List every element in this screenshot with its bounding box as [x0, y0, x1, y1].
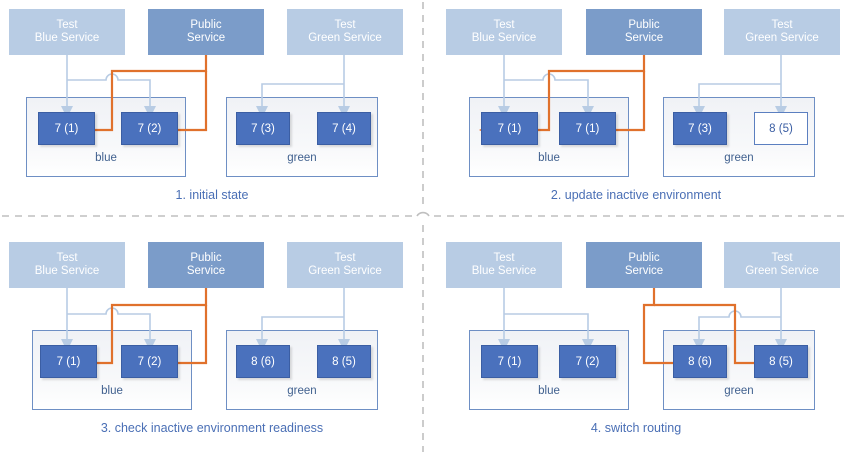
service-public-line2: Service: [186, 32, 226, 44]
panel-1-caption: 1. initial state: [175, 188, 249, 202]
node-green-1-label: 8 (6): [688, 355, 712, 368]
node-green-1: 7 (3): [673, 112, 727, 145]
service-test-blue-line1: Test: [56, 18, 78, 31]
node-blue-2: 7 (1): [559, 112, 616, 145]
node-green-1-label: 8 (6): [251, 355, 275, 368]
node-blue-1: 7 (1): [481, 345, 538, 378]
node-blue-2-label: 7 (2): [137, 355, 162, 368]
node-blue-2-label: 7 (2): [575, 355, 600, 368]
service-test-green-line2: Green Service: [745, 265, 819, 277]
service-test-green-line1: Test: [771, 251, 793, 264]
service-public-line1: Public: [628, 251, 660, 264]
node-green-1: 8 (6): [236, 345, 290, 378]
node-blue-1: 7 (1): [38, 112, 95, 145]
environment-blue-label: blue: [538, 385, 560, 397]
service-test-green-line1: Test: [334, 18, 356, 31]
node-green-2-label: 8 (5): [769, 355, 793, 368]
environment-blue-label: blue: [101, 385, 123, 397]
panel-2-caption: 2. update inactive environment: [550, 188, 722, 202]
node-blue-1-label: 7 (1): [497, 122, 522, 135]
node-green-1-label: 7 (3): [688, 122, 712, 135]
node-green-1-label: 7 (3): [251, 122, 275, 135]
service-public-line1: Public: [628, 18, 660, 31]
service-public-line1: Public: [190, 18, 222, 31]
node-green-2: 8 (5): [754, 112, 808, 145]
service-test-green-line1: Test: [334, 251, 356, 264]
service-test-green-line1: Test: [771, 18, 793, 31]
panel-4-caption: 4. switch routing: [590, 421, 682, 435]
node-green-2-label: 7 (4): [332, 122, 356, 135]
environment-green-label: green: [287, 385, 317, 397]
service-public-line2: Service: [186, 265, 226, 277]
environment-green-label: green: [287, 152, 317, 164]
node-green-1: 7 (3): [236, 112, 290, 145]
environment-blue-label: blue: [95, 152, 117, 164]
node-blue-2-label: 7 (2): [137, 122, 162, 135]
node-green-2: 8 (5): [317, 345, 371, 378]
node-blue-1: 7 (1): [40, 345, 97, 378]
environment-blue-label: blue: [538, 152, 560, 164]
node-green-1: 8 (6): [673, 345, 727, 378]
node-blue-1-label: 7 (1): [56, 355, 81, 368]
node-blue-2: 7 (2): [559, 345, 616, 378]
service-test-blue-line2: Blue Service: [34, 265, 100, 277]
node-green-2: 7 (4): [317, 112, 371, 145]
service-public-line2: Service: [624, 32, 664, 44]
service-test-blue-line2: Blue Service: [471, 265, 537, 277]
node-green-2: 8 (5): [754, 345, 808, 378]
service-test-blue-line1: Test: [493, 251, 515, 264]
service-test-green-line2: Green Service: [308, 265, 382, 277]
node-blue-1-label: 7 (1): [497, 355, 522, 368]
environment-green-label: green: [724, 152, 754, 164]
node-blue-1: 7 (1): [481, 112, 538, 145]
service-public-line1: Public: [190, 251, 222, 264]
service-test-blue-line2: Blue Service: [34, 32, 100, 44]
node-blue-2: 7 (2): [121, 112, 178, 145]
service-test-blue-line2: Blue Service: [471, 32, 537, 44]
node-green-2-label: 8 (5): [769, 122, 793, 135]
service-test-green-line2: Green Service: [745, 32, 819, 44]
node-blue-2-label: 7 (1): [575, 122, 600, 135]
service-test-blue-line1: Test: [56, 251, 78, 264]
node-green-2-label: 8 (5): [332, 355, 356, 368]
service-test-green-line2: Green Service: [308, 32, 382, 44]
node-blue-1-label: 7 (1): [54, 122, 79, 135]
service-public-line2: Service: [624, 265, 664, 277]
environment-green-label: green: [724, 385, 754, 397]
panel-3-caption: 3. check inactive environment readiness: [100, 421, 324, 435]
service-test-blue-line1: Test: [493, 18, 515, 31]
node-blue-2: 7 (2): [121, 345, 178, 378]
